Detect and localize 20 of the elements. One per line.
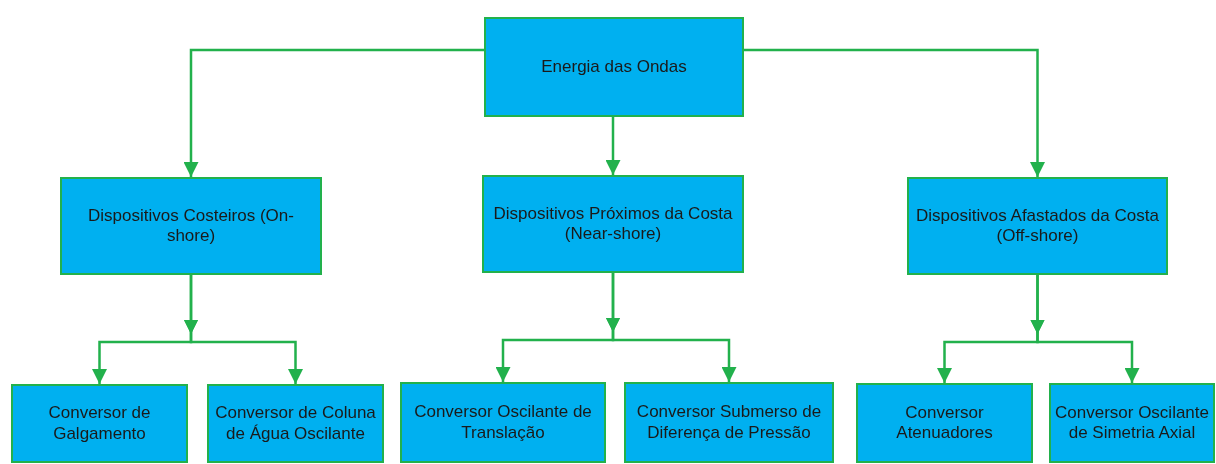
box-label: Dispositivos Afastados da Costa (Off-shore) [915, 205, 1160, 247]
process-box [907, 177, 1168, 275]
box-label: Conversor Oscilante de Translação [413, 402, 593, 443]
box-label: Conversor de Coluna de Água Oscilante [214, 403, 377, 444]
process-box [484, 17, 744, 117]
box-label: Conversor Atenuadores [895, 402, 994, 444]
process-box [60, 177, 322, 275]
box-label: Conversor Oscilante de Simetria Axial [1055, 402, 1209, 444]
process-box [624, 382, 834, 463]
box-label: Energia das Ondas [541, 56, 687, 78]
process-box [207, 384, 384, 463]
box-label: Conversor de Galgamento [47, 403, 152, 444]
process-box [856, 383, 1033, 463]
process-box [400, 382, 606, 463]
box-label: Dispositivos Próximos da Costa (Near-shore) [492, 203, 734, 245]
process-box [11, 384, 188, 463]
box-label: Conversor Submerso de Diferença de Pressão [635, 402, 823, 443]
process-box [1049, 383, 1215, 463]
process-box [482, 175, 744, 273]
box-label: Dispositivos Costeiros (On-shore) [87, 205, 295, 247]
